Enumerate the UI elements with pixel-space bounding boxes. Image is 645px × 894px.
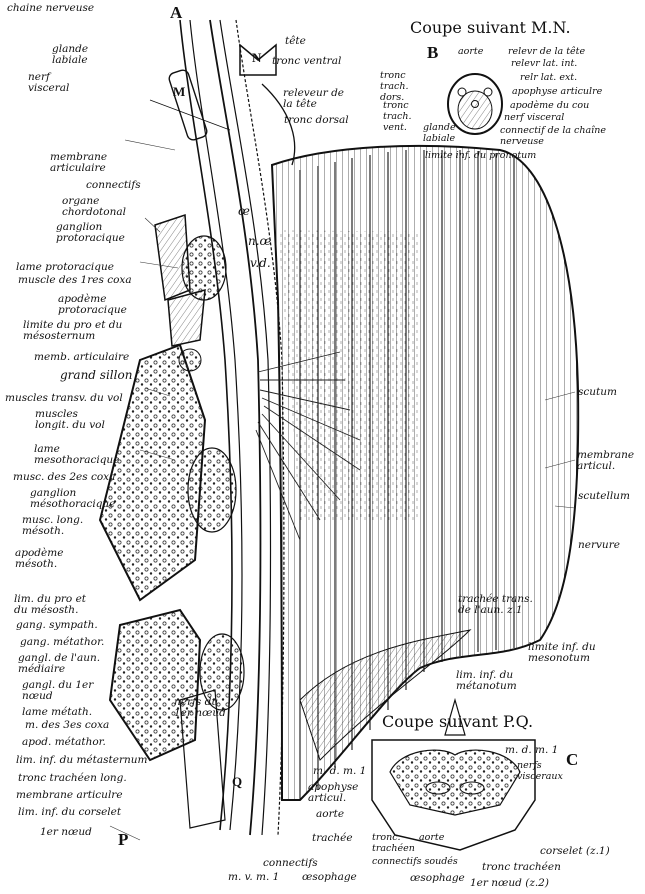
label-b-apodeme-cou: apodème du cou [510,100,589,111]
label-b-releveur-lat-int: relevr lat. int. [511,58,577,69]
label-tronc-tracheen: tronc. trachéen [372,832,417,854]
label-corselet: corselet (z.1) [540,846,610,857]
label-membrane-articulre: membrane articulre [16,790,123,801]
label-nervure: nervure [578,540,620,551]
label-memb-articulaire: memb. articulaire [34,352,129,363]
label-tronc-tracheen-long: tronc trachéen long. [18,773,127,784]
label-grand-sillon: grand sillon [60,370,132,381]
label-nerfs-visceraux: nerfs visceraux [517,760,572,782]
label-aorte: aorte [316,809,344,820]
section-title-pq: Coupe suivant P.Q. [382,712,533,731]
label-organe-chordotonal: organe chordotonal [62,196,152,218]
label-oe: œ [238,206,250,217]
label-trachee-trans: trachée trans. de l'aun. z.1 [458,594,548,616]
letter-p: P [118,830,128,850]
label-connectifs: connectifs [86,180,141,191]
label-glande-labiale: glande labiale [52,44,122,66]
label-muscle-des-1res-coxa: muscle des 1res coxa [18,275,132,286]
label-musc-des-2es-coxa: musc. des 2es coxa [13,472,115,483]
label-m-d-m1-c: m. d. m. 1 [505,745,558,756]
label-v-d: v.d. [250,258,271,269]
label-m-v-m1: m. v. m. 1 [228,872,279,883]
label-trachee: trachée [312,833,353,844]
thorax-body [272,146,578,800]
label-releveur-tete: releveur de la tête [283,88,353,110]
label-lim-pro-mesosth: lim. du pro et du mésosth. [14,594,96,616]
label-limite-pro-meso: limite du pro et du mésosternum [23,320,148,342]
label-1er-noeud: 1er nœud [40,827,92,838]
label-chaine-nerveuse: chaine nerveuse [7,3,94,14]
label-b-glande-labiale: glande labiale [423,122,463,144]
letter-b: B [427,43,438,63]
label-gang-sympath: gang. sympath. [16,620,98,631]
label-limite-mesonotum: limite inf. du mesonotum [528,642,618,664]
label-ganglion-protoracique: ganglion protoracique [56,222,151,244]
label-m-des-3es-coxa: m. des 3es coxa [25,720,109,731]
label-b-connectif: connectif de la chaîne nerveuse [500,125,615,147]
label-apodeme-mesoth: apodème mésoth. [15,548,90,570]
label-b-limite-pronotum: limite inf. du pronotum [425,150,536,161]
label-apodeme-protoracique: apodème protoracique [58,294,153,316]
label-lame-protoracique: lame protoracique [16,262,114,273]
label-b-apophyse: apophyse articulre [512,86,602,97]
label-nerf-visceral: nerf visceral [28,72,88,94]
letter-q: Q [232,774,242,790]
label-connectifs-soudes: connectifs soudés [372,856,458,867]
label-b-nerf-visceral: nerf visceral [504,112,564,123]
label-muscles-longit-du-vol: muscles longit. du vol [35,409,115,431]
label-oesophage-a: œsophage [302,872,357,883]
label-b-tronc-trach-dors: tronc trach. dors. [380,70,425,103]
label-nerfs-1er-noeud: nerfs du 1er nœud [174,697,234,719]
label-gang-metathor: gang. métathor. [20,637,104,648]
label-scutum: scutum [578,387,617,398]
label-aorte-c: aorte [419,832,444,843]
label-noeud: 1er nœud (z.2) [470,878,549,889]
label-lim-inf-metasternum: lim. inf. du métasternum [16,755,147,766]
label-tronc-tracheen-c: tronc trachéen [482,862,561,873]
label-b-releveur-lat-ext: relr lat. ext. [520,72,577,83]
letter-n: N [252,50,261,66]
label-ganglion-mesothoracique: ganglion mésothoracique [30,488,130,510]
label-apod-metathor: apod. métathor. [22,737,106,748]
section-title-mn: Coupe suivant M.N. [410,18,571,37]
label-tronc-dorsal: tronc dorsal [284,115,349,126]
label-muscles-transv-du-vol: muscles transv. du vol [5,393,123,404]
label-scutellum: scutellum [578,491,630,502]
label-connectifs-bottom: connectifs [263,858,318,869]
label-tete: tête [285,36,306,47]
label-musc-long-mesoth: musc. long. mésoth. [22,515,102,537]
label-lame-metath: lame métath. [22,707,92,718]
label-lim-metanotum: lim. inf. du métanotum [456,670,536,692]
label-n-oe: n.œ [248,236,271,247]
label-lim-inf-corselet: lim. inf. du corselet [18,807,121,818]
label-gangl-aun-mediaire: gangl. de l'aun. médiaire [18,653,113,675]
label-b-tronc-trach-vent: tronc trach. vent. [383,100,428,133]
label-b-releveur-tete: relevr de la tête [508,46,585,57]
label-tronc-ventral: tronc ventral [272,56,341,67]
label-m-d-m1-a: m. d. m. 1 [313,766,366,777]
label-oesophage-c: œsophage [410,873,465,884]
label-lame-mesothoracique: lame mesothoracique [34,444,119,466]
letter-a: A [170,3,182,23]
label-gangl-1er-noeud: gangl. du 1er nœud [22,680,97,702]
label-apophyse-articul: apophyse articul. [308,782,368,804]
label-b-aorte: aorte [458,46,483,57]
letter-m: M [173,84,185,100]
label-membrane-articulaire: membrane articulaire [50,152,135,174]
label-membrane-articul: membrane articul. [577,450,639,472]
